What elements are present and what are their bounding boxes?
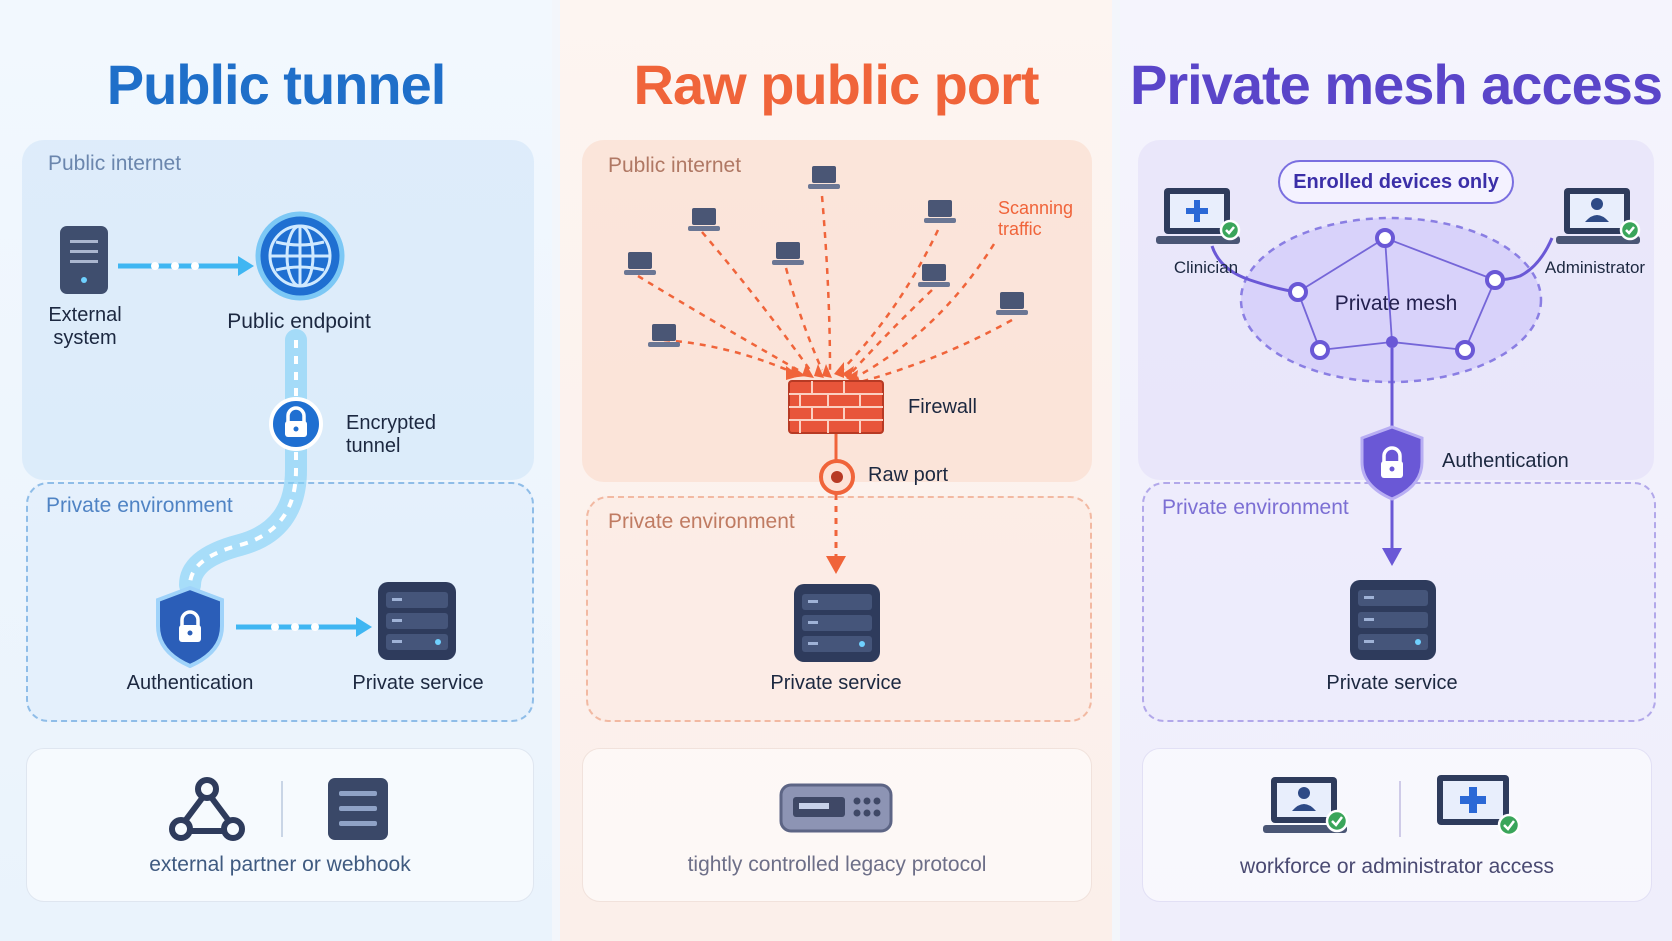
panel-title: Private mesh access [1129,53,1663,116]
shield-icon [1360,425,1424,501]
encrypted-tunnel-label: Encrypted tunnel [346,412,437,457]
server-rack-icon [1350,580,1436,660]
laptop-icon [924,200,956,223]
laptop-icon [1156,188,1241,244]
private-service-label: Private service [770,672,902,694]
panel-title: Public tunnel [106,53,447,116]
laptop-icon [808,166,840,189]
lock-icon [269,397,323,451]
use-case-caption: workforce or administrator access [1240,855,1554,878]
external-system-label: External system [48,304,122,349]
scanning-traffic-label: Scanning traffic [998,198,1074,239]
private-service-label: Private service [352,672,484,694]
laptop-icon [688,208,720,231]
private-service-label: Private service [1326,672,1458,694]
scanning-arrows [637,195,1013,574]
panel-public-tunnel: Public tunnel Public internet Private en… [0,0,552,941]
laptop-icon [772,242,804,265]
server-icon [60,226,108,294]
zone-label: Private environment [608,510,795,533]
laptop-icon [1556,188,1641,244]
enrolled-devices-badge: Enrolled devices only [1278,160,1514,204]
private-mesh-label: Private mesh [1334,292,1458,315]
use-case-card: external partner or webhook [26,748,534,902]
administrator-label: Administrator [1544,258,1646,277]
use-case-caption: external partner or webhook [149,853,411,876]
globe-icon [255,211,345,301]
use-case-card: tightly controlled legacy protocol [582,748,1092,902]
raw-port-label: Raw port [868,464,949,486]
panel-raw-public-port: Raw public port Public internet Private … [560,0,1112,941]
authentication-label: Authentication [126,672,254,694]
shield-icon [156,585,224,669]
server-icon [328,778,388,840]
divider [1399,781,1401,837]
divider [281,781,283,837]
authentication-label: Authentication [1442,450,1569,472]
use-case-card: workforce or administrator access [1142,748,1652,902]
server-rack-icon [378,582,456,660]
laptop-icon [996,292,1028,315]
tunnel-connectors [118,256,372,637]
laptop-icon [648,324,680,347]
firewall-label: Firewall [908,396,977,418]
zone-label: Public internet [608,154,742,177]
public-endpoint-label: Public endpoint [227,310,371,333]
clinician-label: Clinician [1173,258,1239,277]
laptop-icon [1263,777,1349,833]
mesh-network [1210,216,1554,566]
use-case-caption: tightly controlled legacy protocol [687,853,987,876]
server-rack-icon [794,584,880,662]
laptop-icon [918,264,950,287]
panel-private-mesh: Private mesh access Enrolled devices onl… [1120,0,1672,941]
laptop-icon [1437,775,1521,837]
laptop-icon [624,252,656,275]
port-icon [819,459,855,495]
panel-title: Raw public port [633,53,1040,116]
zone-label: Private environment [1162,496,1349,519]
firewall-icon [788,380,884,434]
webhook-icon [169,777,245,841]
legacy-device-icon [779,783,893,833]
zone-label: Public internet [48,152,182,175]
zone-label: Private environment [46,494,233,517]
